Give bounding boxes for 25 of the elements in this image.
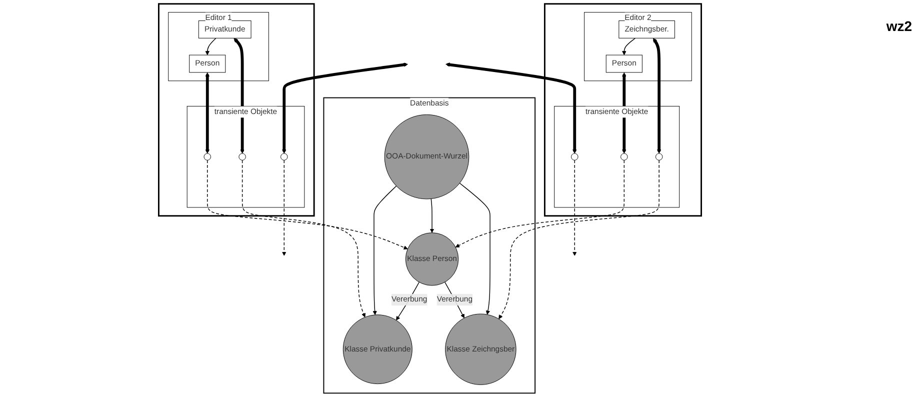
node-circle — [655, 153, 663, 160]
arrow — [446, 62, 577, 154]
arrow — [430, 198, 434, 233]
arrow — [459, 182, 490, 315]
arrow — [205, 72, 210, 154]
dashed-arrow — [282, 160, 286, 256]
node-circle — [620, 153, 628, 160]
arrow — [282, 62, 408, 154]
dashed-arrow — [498, 160, 660, 320]
node-circle — [238, 153, 246, 160]
node-circle — [280, 153, 288, 160]
arrow — [205, 38, 216, 56]
arrow — [652, 38, 662, 154]
node-circle — [204, 153, 211, 160]
arrow — [234, 38, 244, 154]
figure-code: wz2 — [886, 18, 912, 34]
cluster — [544, 3, 702, 217]
arrow — [622, 38, 636, 56]
arrow — [372, 186, 397, 316]
cluster — [158, 3, 315, 217]
node-circle — [571, 153, 578, 160]
dashed-arrow — [207, 160, 408, 250]
dashed-arrow — [572, 160, 577, 256]
dashed-arrow — [242, 160, 366, 318]
dashed-arrow — [455, 160, 625, 248]
